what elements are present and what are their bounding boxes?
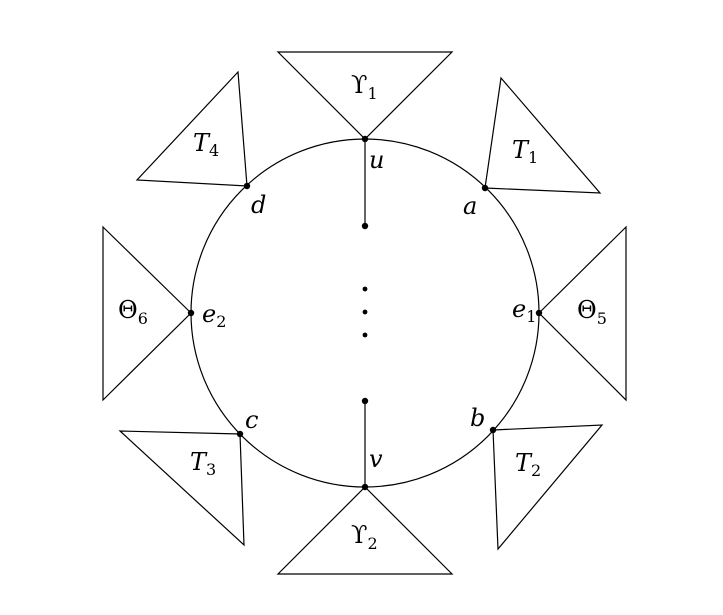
ellipsis-dot-2 xyxy=(362,309,368,315)
label-d: d xyxy=(251,191,266,219)
triangle-theta6 xyxy=(102,225,192,402)
vertex-b xyxy=(489,426,497,434)
label-u: u xyxy=(369,146,384,174)
vertex-e1 xyxy=(535,309,543,317)
path-vertex-lower xyxy=(361,397,369,405)
triangle-t2 xyxy=(492,424,604,551)
label-e1: e1 xyxy=(512,295,536,326)
ellipsis-dot-3 xyxy=(362,332,368,338)
triangle-upsilon1 xyxy=(276,51,454,140)
label-c: c xyxy=(245,406,258,434)
label-upsilon1: ϒ1 xyxy=(351,71,378,103)
vertex-a xyxy=(481,184,489,192)
label-t4: T4 xyxy=(193,129,219,160)
triangle-t1 xyxy=(484,76,602,194)
vertex-u xyxy=(361,135,369,143)
label-a: a xyxy=(463,192,477,220)
label-t1: T1 xyxy=(512,136,538,167)
ellipsis-dot-1 xyxy=(362,286,368,292)
label-v: v xyxy=(369,445,383,473)
label-theta6: Θ6 xyxy=(118,296,148,328)
label-b: b xyxy=(470,404,485,432)
triangle-t3 xyxy=(118,430,245,547)
label-upsilon2: ϒ2 xyxy=(351,521,378,553)
vertex-v xyxy=(361,483,369,491)
vertex-d xyxy=(243,182,251,190)
label-theta5: Θ5 xyxy=(577,296,607,328)
label-e2: e2 xyxy=(202,300,226,331)
vertex-c xyxy=(236,430,244,438)
triangle-theta5 xyxy=(538,225,627,402)
label-t2: T2 xyxy=(515,449,541,480)
label-t3: T3 xyxy=(190,448,216,479)
triangle-upsilon2 xyxy=(276,486,454,575)
triangle-t4 xyxy=(135,70,248,187)
vertex-e2 xyxy=(187,309,195,317)
path-vertex-upper xyxy=(361,222,369,230)
